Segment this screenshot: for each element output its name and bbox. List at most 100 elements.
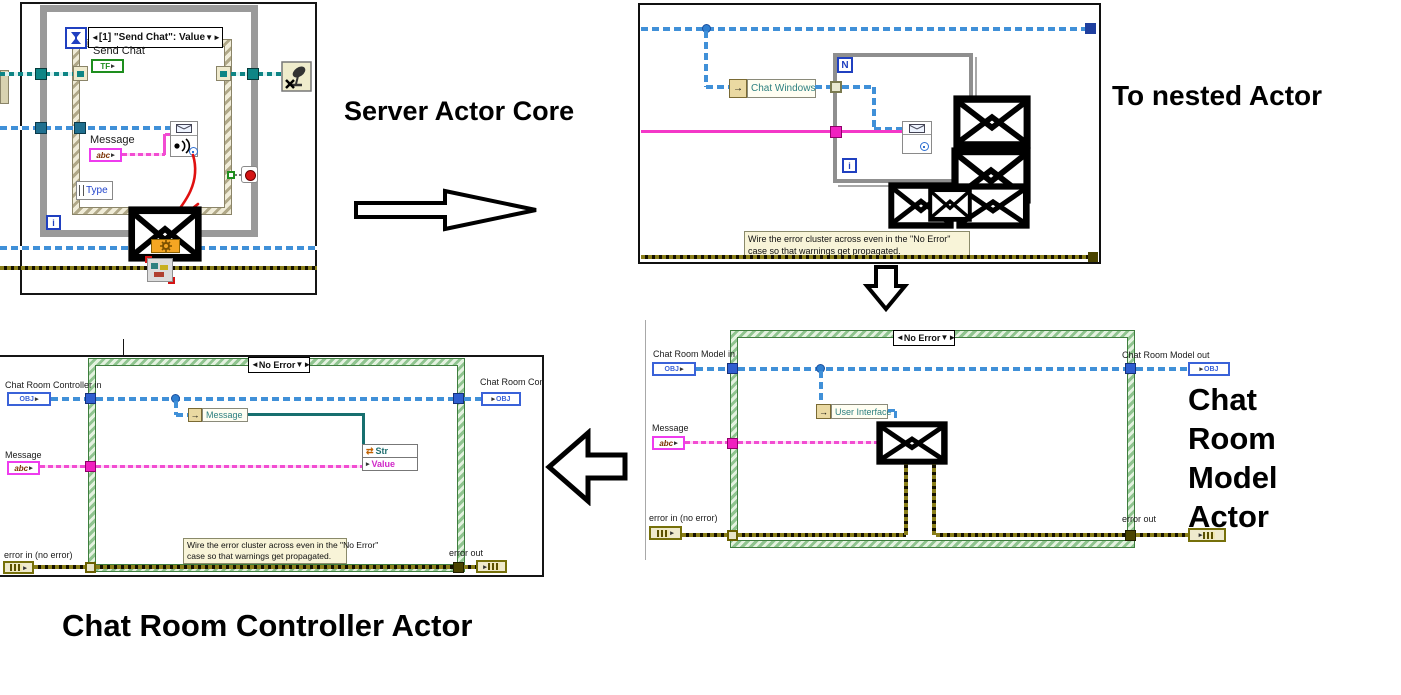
note-line1: Wire the error cluster across even in th… [748,234,951,244]
terminal-arrow-icon: ▸ [1198,532,1203,539]
chat-room-controller-in-label: Chat Room Controller in [5,380,102,390]
message-terminal: abc ▸ [89,148,122,162]
wire-end-terminal [1088,252,1098,262]
br-region-edge [645,320,646,560]
case-tunnel [453,562,464,573]
case-prev-icon: ◄ [251,360,259,369]
error-in-terminal: ▸ [649,526,682,540]
chat-room-model-out-terminal: ▸ OBJ [1188,362,1230,376]
stop-wire [235,174,241,176]
bl-border-bottom [0,575,544,577]
broadcast-glyph [174,138,191,154]
bl-border-top [0,355,544,357]
string-glyph [79,184,84,197]
gear-icon [160,240,172,252]
case-tunnel [727,363,738,374]
error-wire [738,533,906,537]
auto-index-tunnel [830,81,842,93]
send-message-vi [170,121,198,157]
unbundle-node-icon: → [188,408,202,422]
actor-object-wire [704,31,708,87]
case-tunnel [1125,363,1136,374]
abc-text: abc [14,463,29,473]
event-case-selector: ◄ [1] "Send Chat": Value ▼ ► [88,27,223,48]
actor-object-wire [696,367,728,371]
class-text: Str [375,446,389,456]
actor-object-wire [641,27,1091,31]
message-terminal: abc ▸ [652,436,685,450]
error-in-terminal: ▸ [3,561,34,574]
case-prev-icon: ◄ [896,333,904,342]
caption-line: Room [1188,421,1276,456]
message-envelope-icon [953,95,1031,149]
node-arrow-icon: → [190,410,200,420]
case-tunnel [727,530,738,541]
value-text: Value [371,459,396,469]
terminal-arrow-icon: ▸ [670,530,674,537]
message-label: Message [90,134,135,146]
unregister-events-icon [281,61,312,92]
iteration-terminal: i [842,158,857,173]
string-wire [685,441,729,444]
terminal-arrow-icon: ▸ [34,396,39,403]
event-case-label: [1] "Send Chat": Value [98,32,206,43]
unbundle-node-icon: → [729,79,747,98]
terminal-arrow-icon: ▸ [111,63,115,70]
node-arrow-icon: → [819,406,828,417]
send-chat-label: Send Chat [93,45,145,57]
tl-border-left [20,2,22,295]
loop-tunnel [247,68,259,80]
tl-border-top [20,2,317,4]
message-label: Message [652,423,689,433]
error-in-label: error in (no error) [649,513,718,523]
error-cluster-glyph [487,563,500,570]
chat-room-controller-out-terminal: ▸ OBJ [481,392,521,406]
user-interface-node-label: User Interface [831,404,892,419]
actor-object-wire [464,397,481,401]
server-actor-core-caption: Server Actor Core [344,96,575,126]
case-label: No Error [903,333,941,343]
error-wire [1136,533,1188,537]
error-wire [936,533,1127,537]
error-cluster-glyph [657,529,670,537]
loop-tunnel [830,126,842,138]
tl-border-right [315,2,317,295]
count-terminal: N [837,57,853,73]
actor-object-wire [1136,367,1188,371]
case-tunnel [85,562,96,573]
actor-object-wire [0,126,172,130]
message-envelope-icon [876,421,948,465]
bl-edge-tick [123,339,124,355]
object-wire [888,409,897,412]
iteration-terminal: i [46,215,61,230]
actor-object-wire [174,401,178,415]
error-out-terminal: ▸ [1188,528,1226,542]
string-wire [165,133,172,136]
string-wire [738,441,893,444]
chat-room-controller-in-terminal: OBJ ▸ [7,392,51,406]
to-nested-actor-caption: To nested Actor [1112,80,1323,111]
actor-object-wire [51,397,87,401]
dynamic-event-terminal [73,66,88,81]
bl-border-right [542,355,544,577]
abc-text: abc [96,150,111,160]
send-chat-terminal: TF ▸ [91,59,124,73]
error-wire [464,565,476,569]
message-envelope-icon [928,187,972,222]
case-tunnel [1125,530,1136,541]
note-line1: Wire the error cluster across even in th… [187,540,379,550]
error-cluster-glyph [1203,531,1216,539]
object-wire [894,411,897,427]
terminal-arrow-icon: ▸ [483,563,487,571]
case-tunnel [727,438,738,449]
write-device-vi [145,256,175,284]
actor-object-wire [874,127,902,131]
terminal-arrow-icon: ▸ [111,152,115,159]
case-selector: ◄ No Error ▼ ► [893,330,956,346]
property-node-class-row: ⇄ Str [363,445,417,458]
abc-text: abc [659,438,674,448]
right-arrow [354,188,537,232]
array-wire [815,85,833,89]
note-line2: case so that warnings get propagated. [187,551,332,562]
case-next-icon: ► [303,360,312,369]
